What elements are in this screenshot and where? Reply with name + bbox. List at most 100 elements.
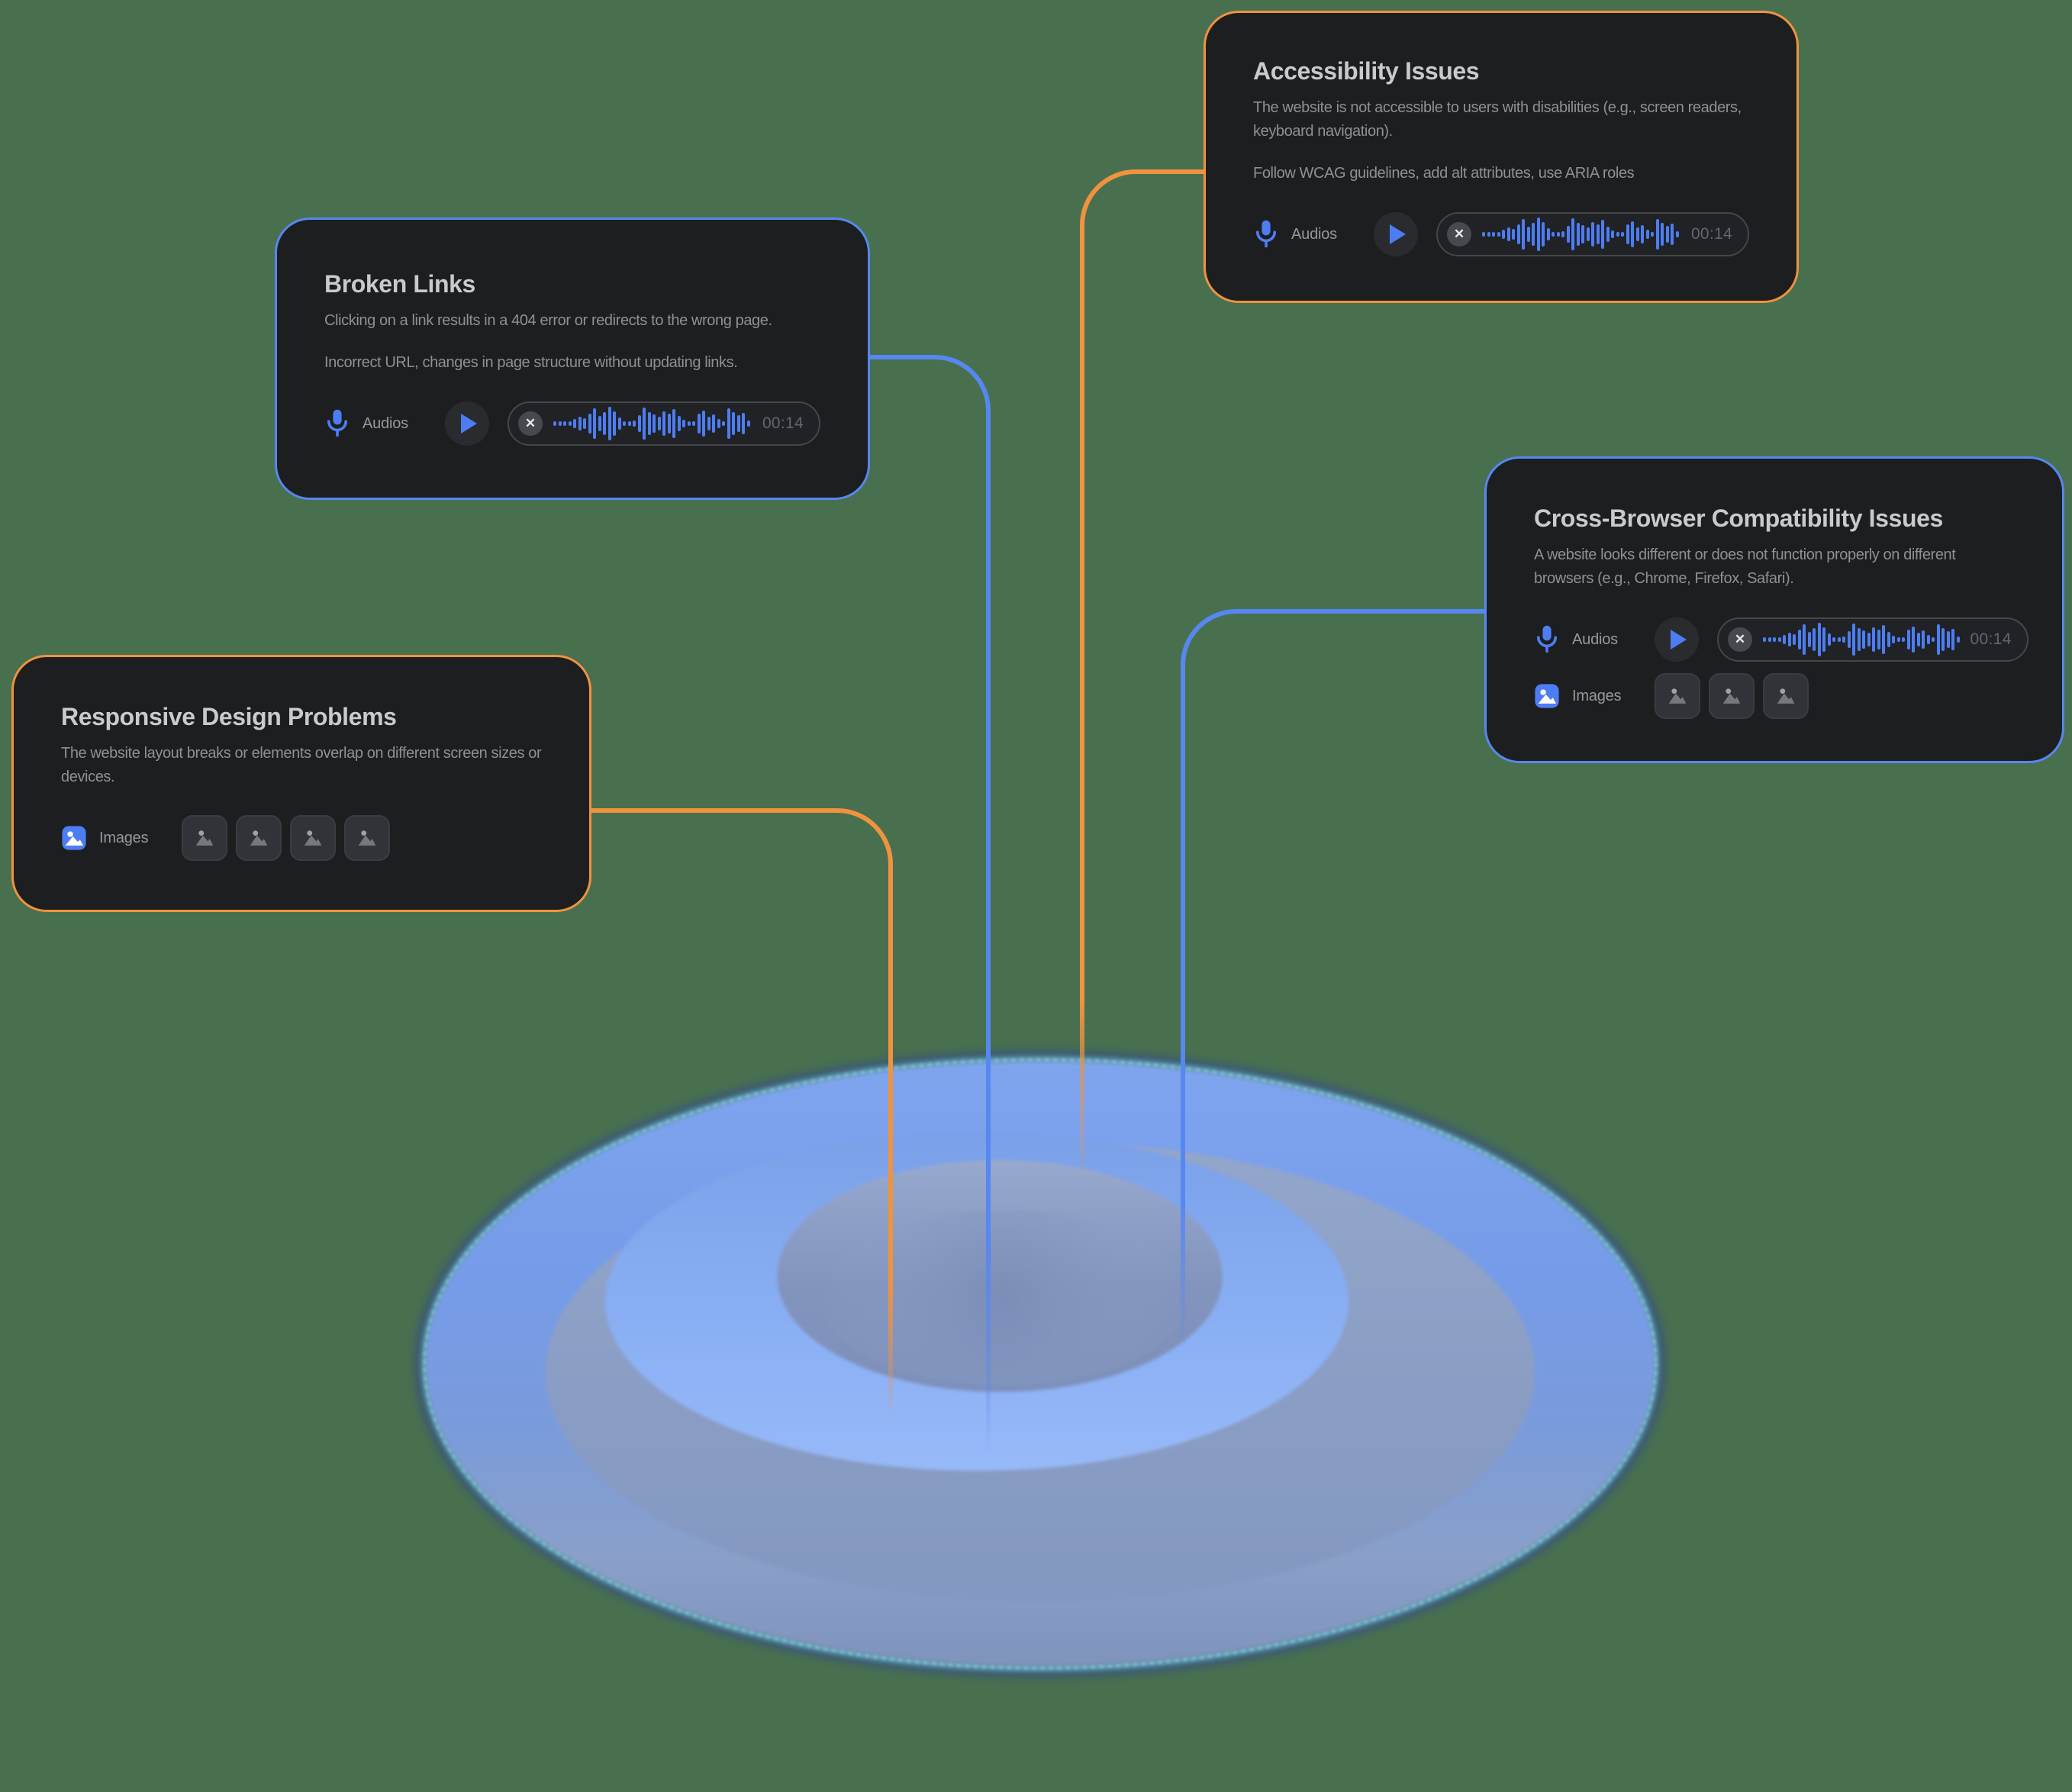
audio-waveform[interactable] xyxy=(1763,622,1960,657)
waveform-bar xyxy=(603,412,606,435)
waveform-bar xyxy=(677,416,681,431)
waveform-bar xyxy=(702,411,705,437)
waveform-bar xyxy=(1626,224,1629,244)
waveform-bar xyxy=(1813,628,1816,651)
waveform-bar xyxy=(1611,230,1614,238)
image-thumbnails xyxy=(1655,673,1809,719)
waveform-bar xyxy=(1946,631,1950,648)
play-icon xyxy=(1671,630,1687,649)
waveform-bar xyxy=(1783,635,1786,644)
connector-lines xyxy=(589,169,1487,1452)
waveform-bar xyxy=(1847,631,1851,648)
waveform-bar xyxy=(1832,637,1835,642)
waveform-bar xyxy=(1556,232,1560,237)
image-thumbnail[interactable] xyxy=(1655,673,1700,719)
image-thumbnail[interactable] xyxy=(236,815,282,861)
waveform-bar xyxy=(647,412,651,435)
delete-audio-button[interactable]: ✕ xyxy=(1447,222,1471,247)
waveform-bar xyxy=(1763,637,1766,642)
images-row: Images xyxy=(1534,673,2016,719)
disc-glow-rim xyxy=(415,1051,1665,1677)
waveform-bar xyxy=(1902,637,1905,642)
connector-accessibility xyxy=(1080,169,1206,1181)
waveform-bar xyxy=(692,421,695,426)
waveform-bar xyxy=(1951,629,1954,650)
waveform-bar xyxy=(1787,633,1791,646)
card-broken-links: Broken Links Clicking on a link results … xyxy=(275,218,870,500)
waveform-bar xyxy=(707,417,711,430)
waveform-bar xyxy=(1671,224,1674,245)
image-thumbnail[interactable] xyxy=(182,815,227,861)
waveform-bar xyxy=(1576,223,1580,246)
waveform-bar xyxy=(1892,636,1895,643)
waveform-bar xyxy=(1522,219,1525,250)
card-title: Cross-Browser Compatibility Issues xyxy=(1534,504,1943,532)
waveform-bar xyxy=(1777,637,1781,642)
waveform-bar xyxy=(1542,222,1545,247)
waveform-bar xyxy=(1941,628,1945,651)
connector-broken-links xyxy=(868,355,991,1452)
play-button[interactable] xyxy=(445,401,489,446)
waveform-bar xyxy=(1552,232,1555,237)
waveform-bar xyxy=(1906,630,1910,649)
delete-audio-button[interactable]: ✕ xyxy=(518,411,543,436)
waveform-bar xyxy=(1773,637,1776,642)
waveform-bar xyxy=(1566,226,1570,243)
image-thumbnail[interactable] xyxy=(290,815,336,861)
waveform-bar xyxy=(722,421,725,426)
card-accessibility-issues: Accessibility Issues The website is not … xyxy=(1204,11,1799,303)
waveform-bar xyxy=(1767,637,1771,642)
audio-waveform[interactable] xyxy=(1482,217,1680,252)
waveform-bar xyxy=(746,421,750,427)
waveform-bar xyxy=(1606,227,1610,242)
waveform-bar xyxy=(1842,637,1845,643)
audio-label: Audios xyxy=(363,414,408,432)
connector-responsive xyxy=(589,808,893,1420)
image-icon xyxy=(61,825,87,851)
waveform-bar xyxy=(573,419,576,428)
image-thumbnail[interactable] xyxy=(344,815,390,861)
waveform-bar xyxy=(727,408,730,439)
waveform-bar xyxy=(1936,624,1940,655)
waveform-bar xyxy=(1506,227,1510,241)
waveform-bar xyxy=(1596,224,1600,244)
waveform-bar xyxy=(1926,635,1930,644)
waveform-bar xyxy=(1887,632,1890,647)
audio-label: Audios xyxy=(1572,630,1618,648)
waveform-bar xyxy=(1956,637,1960,643)
delete-audio-button[interactable]: ✕ xyxy=(1728,627,1752,652)
card-body: The website is not accessible to users w… xyxy=(1253,99,1742,140)
waveform-bar xyxy=(1645,230,1649,239)
microphone-icon xyxy=(1253,218,1279,250)
waveform-bar xyxy=(558,421,562,426)
image-thumbnail[interactable] xyxy=(1709,673,1755,719)
waveform-bar xyxy=(1807,632,1811,647)
card-tip: Incorrect URL, changes in page structure… xyxy=(324,354,738,371)
audio-label: Audios xyxy=(1291,225,1337,243)
images-row: Images xyxy=(61,815,543,861)
waveform-bar xyxy=(1635,227,1639,241)
waveform-bar xyxy=(1896,637,1900,642)
waveform-bar xyxy=(1822,627,1825,652)
waveform-bar xyxy=(617,417,621,430)
image-thumbnail[interactable] xyxy=(1763,673,1809,719)
play-button[interactable] xyxy=(1374,212,1418,256)
waveform-bar xyxy=(643,408,646,440)
audio-row: Audios ✕ 00:14 xyxy=(1253,211,1751,257)
waveform-bar xyxy=(1621,232,1624,237)
waveform-bar xyxy=(657,417,661,430)
play-button[interactable] xyxy=(1655,617,1699,662)
waveform-bar xyxy=(1497,232,1500,237)
waveform-bar xyxy=(687,421,691,426)
waveform-bar xyxy=(1661,223,1664,246)
waveform-bar xyxy=(1857,628,1861,651)
audio-waveform[interactable] xyxy=(553,406,752,441)
waveform-bar xyxy=(1912,627,1915,653)
audio-duration: 00:14 xyxy=(1970,630,2012,648)
waveform-bar xyxy=(1837,637,1841,642)
audio-player: ✕ 00:14 xyxy=(1717,617,2028,662)
waveform-bar xyxy=(1803,624,1806,655)
waveform-bar xyxy=(613,411,616,436)
waveform-bar xyxy=(593,408,596,439)
waveform-bar xyxy=(1532,223,1535,246)
